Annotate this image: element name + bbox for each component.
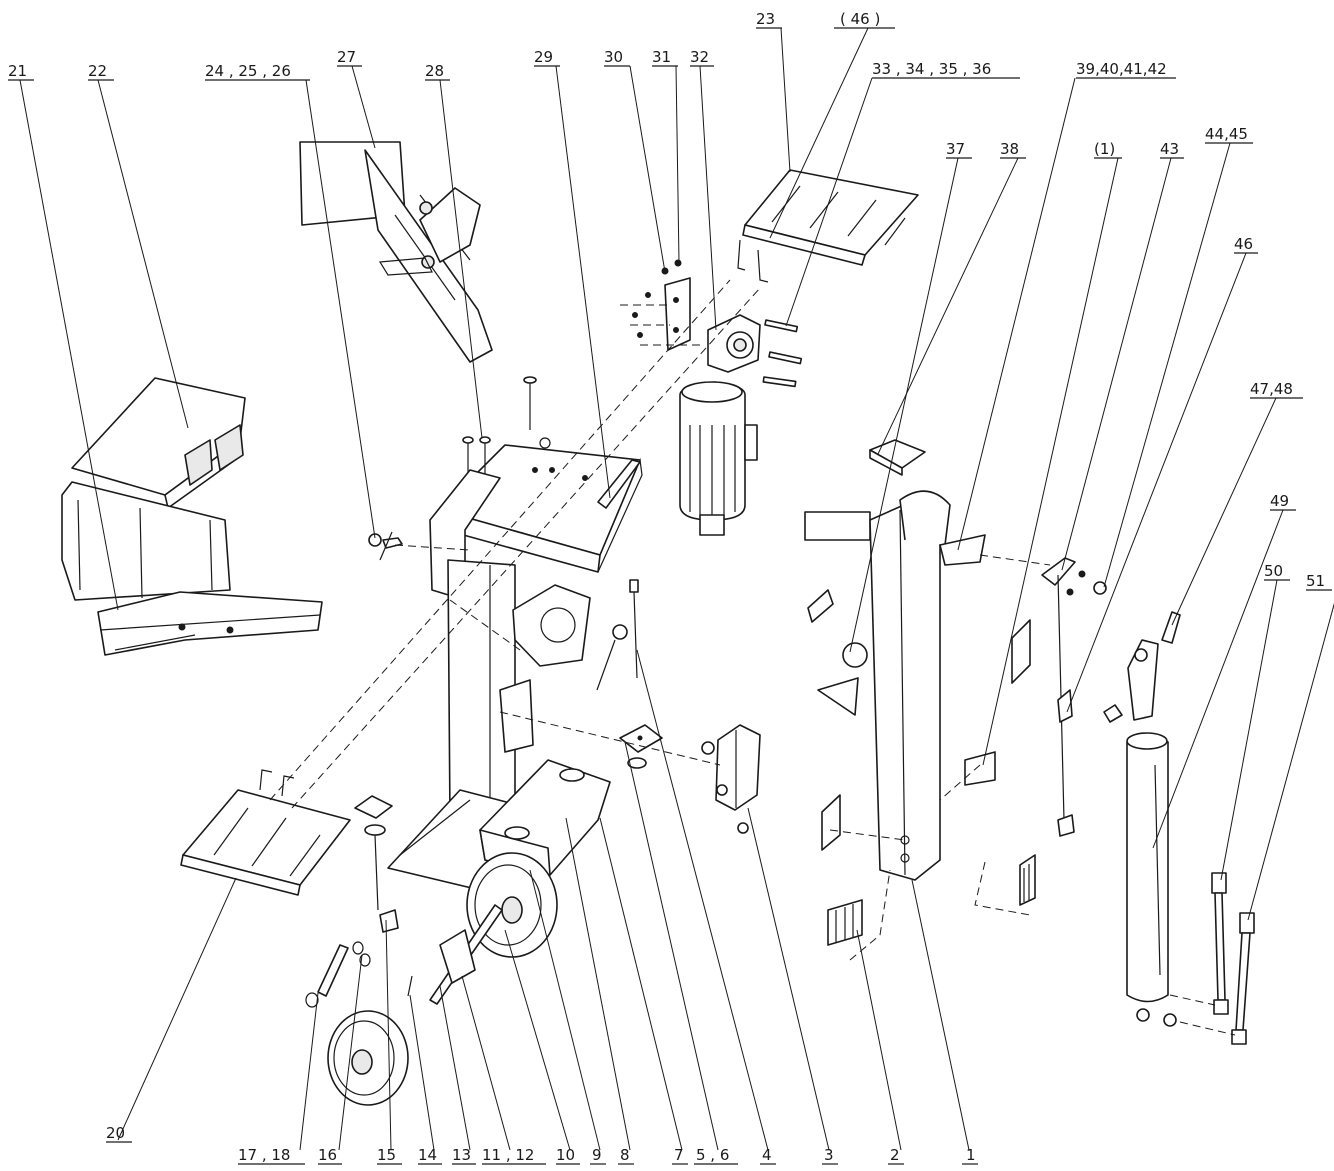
part-1-housing	[804, 490, 986, 881]
part-21-handle-assembly	[61, 481, 323, 656]
part-50-51-hoses	[1211, 872, 1255, 1045]
label-13: 13	[452, 1146, 471, 1164]
label-4: 4	[762, 1146, 772, 1164]
label-46: 46	[1234, 235, 1253, 253]
part-wheel-large	[407, 852, 558, 1005]
part-17-18-axle	[305, 941, 371, 1008]
part-24-26-bolt-set	[368, 531, 403, 561]
label-8: 8	[620, 1146, 630, 1164]
label-1: 1	[966, 1146, 976, 1164]
label-43: 43	[1160, 140, 1179, 158]
part-housing-plates	[807, 589, 1036, 946]
label-39-42: 39,40,41,42	[1076, 60, 1167, 78]
part-labels: 21 22 24 , 25 , 26 27 28 29 30 31 32 23 …	[8, 10, 1332, 1165]
label-20: 20	[106, 1124, 125, 1142]
label-32: 32	[690, 48, 709, 66]
label-47-48: 47,48	[1250, 380, 1293, 398]
part-wheel-small	[327, 1010, 409, 1106]
part-3-valve-assembly	[619, 724, 761, 834]
label-23: 23	[756, 10, 775, 28]
label-50: 50	[1264, 562, 1283, 580]
label-24-25-26: 24 , 25 , 26	[205, 62, 291, 80]
part-main-column	[387, 376, 643, 891]
label-10: 10	[556, 1146, 575, 1164]
label-30: 30	[604, 48, 623, 66]
label-16: 16	[318, 1146, 337, 1164]
label-37: 37	[946, 140, 965, 158]
label-44-45: 44,45	[1205, 125, 1248, 143]
part-32-gearbox	[707, 314, 803, 388]
label-49: 49	[1270, 492, 1289, 510]
part-23-step-platform	[737, 169, 919, 283]
label-27: 27	[337, 48, 356, 66]
label-28: 28	[425, 62, 444, 80]
label-31: 31	[652, 48, 671, 66]
label-33-36: 33 , 34 , 35 , 36	[872, 60, 991, 78]
label-9: 9	[592, 1146, 602, 1164]
label-51: 51	[1306, 572, 1325, 590]
part-38-cap	[869, 439, 926, 476]
label-21: 21	[8, 62, 27, 80]
part-49-cylinder	[1103, 611, 1181, 1027]
part-16-axle-plate	[354, 795, 399, 933]
label-7: 7	[674, 1146, 684, 1164]
label-5-6: 5 , 6	[696, 1146, 729, 1164]
label-46-paren: ( 46 )	[840, 10, 880, 28]
label-11-12: 11 , 12	[482, 1146, 534, 1164]
part-20-step-platform	[180, 769, 351, 896]
part-27-wedge-frame	[299, 141, 493, 363]
label-2: 2	[890, 1146, 900, 1164]
label-15: 15	[377, 1146, 396, 1164]
label-29: 29	[534, 48, 553, 66]
label-22: 22	[88, 62, 107, 80]
part-43-46-rod	[1041, 557, 1107, 837]
leader-lines	[19, 27, 1334, 1151]
part-motor	[679, 381, 758, 536]
label-17-18: 17 , 18	[238, 1146, 290, 1164]
label-3: 3	[824, 1146, 834, 1164]
explode-lines	[269, 279, 1236, 1036]
part-5-6-knob	[596, 624, 628, 691]
label-1-paren: (1)	[1094, 140, 1115, 158]
label-14: 14	[418, 1146, 437, 1164]
part-4-long-bolt	[629, 579, 639, 679]
part-22-cover-plate	[71, 377, 246, 509]
label-38: 38	[1000, 140, 1019, 158]
